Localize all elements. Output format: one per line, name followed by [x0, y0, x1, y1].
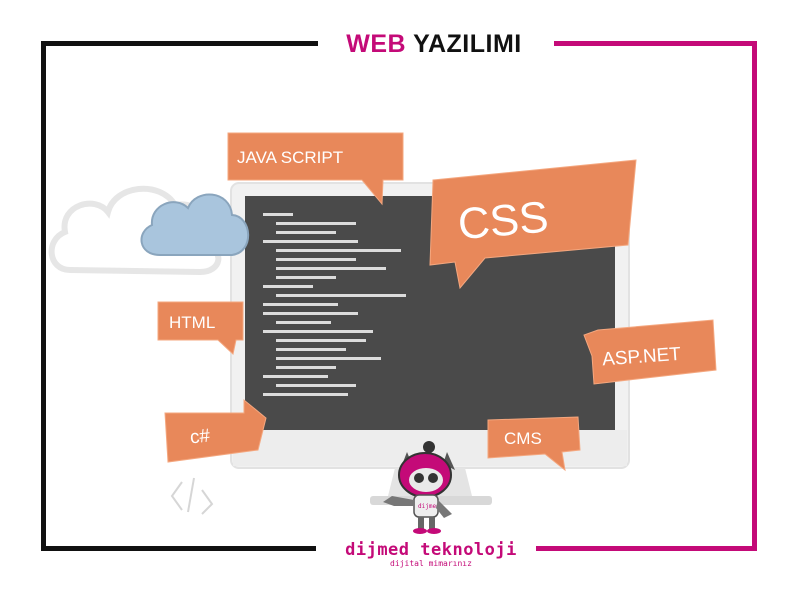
bubble-aspnet [583, 319, 717, 385]
bubble-css [429, 159, 637, 290]
cloud-icon [140, 193, 250, 256]
mascot-badge: dijmed [418, 503, 440, 510]
code-bracket-icon [170, 477, 214, 515]
frame-bottom-right [536, 546, 757, 551]
tag-javascript: JAVA SCRIPT [237, 148, 343, 167]
tag-csharp: c# [189, 425, 212, 448]
bubble-html [157, 301, 244, 355]
brand-tagline: dijital mimarınız [390, 559, 472, 568]
monitor-camera [423, 441, 435, 453]
bubble-cms [487, 416, 581, 472]
frame-top-right [554, 41, 757, 46]
code-lines [263, 213, 406, 396]
tag-css: CSS [456, 192, 550, 249]
title-word-yazilimi: YAZILIMI [413, 30, 522, 58]
page-title: WEB YAZILIMI [328, 30, 540, 59]
brand-name: dijmed teknoloji [345, 540, 517, 560]
frame-left [41, 41, 46, 551]
frame-top-left [41, 41, 318, 46]
bubble-javascript [227, 132, 404, 206]
tag-html: HTML [169, 313, 215, 332]
frame-bottom-left [41, 546, 316, 551]
title-word-web: WEB [346, 30, 407, 58]
bubble-csharp [164, 398, 267, 463]
mascot-robot-icon: dijmed [383, 452, 455, 534]
brand-logo: dijmed teknoloji dijital mimarınız [326, 540, 536, 568]
tag-cms: CMS [504, 429, 542, 448]
frame-right [752, 41, 757, 551]
